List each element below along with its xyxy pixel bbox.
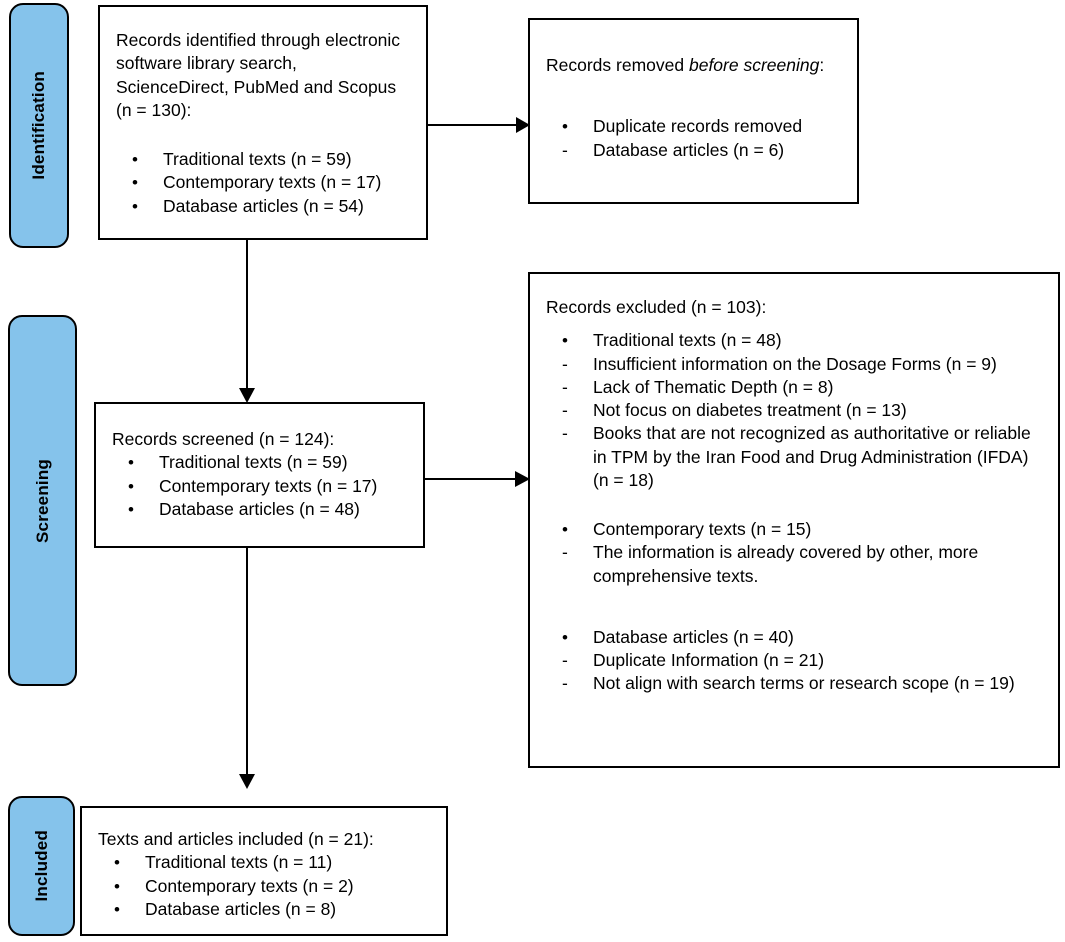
list-item: Contemporary texts (n = 17) xyxy=(116,171,412,194)
box-records-excluded: Records excluded (n = 103): Traditional … xyxy=(528,272,1060,768)
bullet-dash-icon xyxy=(562,672,582,695)
list-item: Duplicate records removed xyxy=(546,115,843,138)
list-item-label: Contemporary texts (n = 17) xyxy=(159,475,378,496)
list-item-label: Contemporary texts (n = 2) xyxy=(145,875,354,896)
list-item: Database articles (n = 54) xyxy=(116,195,412,218)
bullet-dot-icon xyxy=(562,115,582,139)
records-excluded-list-a: Traditional texts (n = 48) Insufficient … xyxy=(546,329,1046,492)
list-item-label: Database articles (n = 48) xyxy=(159,498,360,519)
connector-identification-to-screened xyxy=(234,238,260,404)
list-item-label: The information is already covered by ot… xyxy=(593,542,979,586)
list-item-label: Books that are not recognized as authori… xyxy=(593,423,1031,490)
list-item-label: Contemporary texts (n = 15) xyxy=(593,519,812,540)
records-excluded-title: Records excluded (n = 103): xyxy=(546,297,767,317)
list-item-label: Duplicate records removed xyxy=(593,116,803,137)
list-item-label: Lack of Thematic Depth (n = 8) xyxy=(593,376,834,397)
list-item: Traditional texts (n = 59) xyxy=(112,451,409,474)
records-removed-title: Records removed before screening: xyxy=(546,54,843,77)
list-item: Not align with search terms or research … xyxy=(546,672,1046,695)
records-removed-title-lead: Records removed xyxy=(546,55,689,75)
bullet-dash-icon xyxy=(562,541,582,564)
bullet-dot-icon xyxy=(132,171,152,195)
bullet-dot-icon xyxy=(132,148,152,172)
list-item-label: Not align with search terms or research … xyxy=(593,673,1015,694)
list-item: Contemporary texts (n = 17) xyxy=(112,475,409,498)
connector-identification-to-removed xyxy=(426,112,532,138)
bullet-dot-icon xyxy=(114,875,134,899)
bullet-dash-icon xyxy=(562,353,582,376)
list-item-label: Database articles (n = 8) xyxy=(145,898,337,919)
records-screened-list: Traditional texts (n = 59) Contemporary … xyxy=(112,451,409,521)
list-item-label: Database articles (n = 40) xyxy=(593,626,794,647)
list-item-label: Traditional texts (n = 59) xyxy=(163,149,352,170)
list-item: Database articles (n = 6) xyxy=(546,139,843,162)
bullet-dot-icon xyxy=(128,451,148,475)
list-item: Duplicate Information (n = 21) xyxy=(546,649,1046,672)
bullet-dot-icon xyxy=(114,898,134,922)
box-records-removed: Records removed before screening: Duplic… xyxy=(528,18,859,204)
records-excluded-list-b: Contemporary texts (n = 15) The informat… xyxy=(546,518,1046,588)
list-item-label: Traditional texts (n = 59) xyxy=(159,452,348,473)
list-item-label: Insufficient information on the Dosage F… xyxy=(593,353,997,374)
bullet-dot-icon xyxy=(562,329,582,353)
bullet-dot-icon xyxy=(128,475,148,499)
records-excluded-list-c: Database articles (n = 40) Duplicate Inf… xyxy=(546,626,1046,696)
connector-screened-to-excluded xyxy=(423,466,533,492)
bullet-dot-icon xyxy=(114,851,134,875)
box-records-screened: Records screened (n = 124): Traditional … xyxy=(94,402,425,548)
bullet-dot-icon xyxy=(128,498,148,522)
bullet-dash-icon xyxy=(562,399,582,422)
stage-bar-included: Included xyxy=(8,796,75,936)
records-removed-title-tail: : xyxy=(819,55,825,75)
list-item-label: Database articles (n = 54) xyxy=(163,195,364,216)
list-item: The information is already covered by ot… xyxy=(546,541,1046,588)
records-removed-title-italic: before screening xyxy=(688,55,820,75)
connector-screened-to-included xyxy=(234,546,260,790)
list-item: Contemporary texts (n = 15) xyxy=(546,518,1046,541)
list-item: Not focus on diabetes treatment (n = 13) xyxy=(546,399,1046,422)
stage-label-screening: Screening xyxy=(32,458,52,543)
list-item-label: Not focus on diabetes treatment (n = 13) xyxy=(593,400,907,421)
records-identified-list: Traditional texts (n = 59) Contemporary … xyxy=(116,148,412,218)
list-item: Contemporary texts (n = 2) xyxy=(98,875,432,898)
bullet-dot-icon xyxy=(132,195,152,219)
list-item: Database articles (n = 8) xyxy=(98,898,432,921)
bullet-dot-icon xyxy=(562,518,582,542)
list-item-label: Traditional texts (n = 48) xyxy=(593,330,782,351)
bullet-dash-icon xyxy=(562,139,582,162)
box-texts-included: Texts and articles included (n = 21): Tr… xyxy=(80,806,448,936)
list-item-label: Contemporary texts (n = 17) xyxy=(163,172,382,193)
bullet-dot-icon xyxy=(562,626,582,650)
list-item-label: Database articles (n = 6) xyxy=(593,139,785,160)
list-item: Database articles (n = 40) xyxy=(546,626,1046,649)
list-item: Database articles (n = 48) xyxy=(112,498,409,521)
list-item: Books that are not recognized as authori… xyxy=(546,422,1046,492)
stage-bar-screening: Screening xyxy=(8,315,77,686)
texts-included-title: Texts and articles included (n = 21): xyxy=(98,829,374,849)
bullet-dash-icon xyxy=(562,376,582,399)
records-removed-list: Duplicate records removed Database artic… xyxy=(546,115,843,162)
list-item: Traditional texts (n = 59) xyxy=(116,148,412,171)
stage-bar-identification: Identification xyxy=(9,3,69,248)
records-screened-title: Records screened (n = 124): xyxy=(112,429,335,449)
list-item: Insufficient information on the Dosage F… xyxy=(546,353,1046,376)
list-item: Traditional texts (n = 48) xyxy=(546,329,1046,352)
list-item: Lack of Thematic Depth (n = 8) xyxy=(546,376,1046,399)
stage-label-identification: Identification xyxy=(29,71,48,180)
records-identified-title: Records identified through electronic so… xyxy=(116,30,401,120)
bullet-dash-icon xyxy=(562,649,582,672)
list-item: Traditional texts (n = 11) xyxy=(98,851,432,874)
list-item-label: Duplicate Information (n = 21) xyxy=(593,650,825,671)
box-records-identified: Records identified through electronic so… xyxy=(98,5,428,240)
stage-label-included: Included xyxy=(31,830,51,902)
list-item-label: Traditional texts (n = 11) xyxy=(145,852,333,873)
texts-included-list: Traditional texts (n = 11) Contemporary … xyxy=(98,851,432,921)
bullet-dash-icon xyxy=(562,422,582,445)
